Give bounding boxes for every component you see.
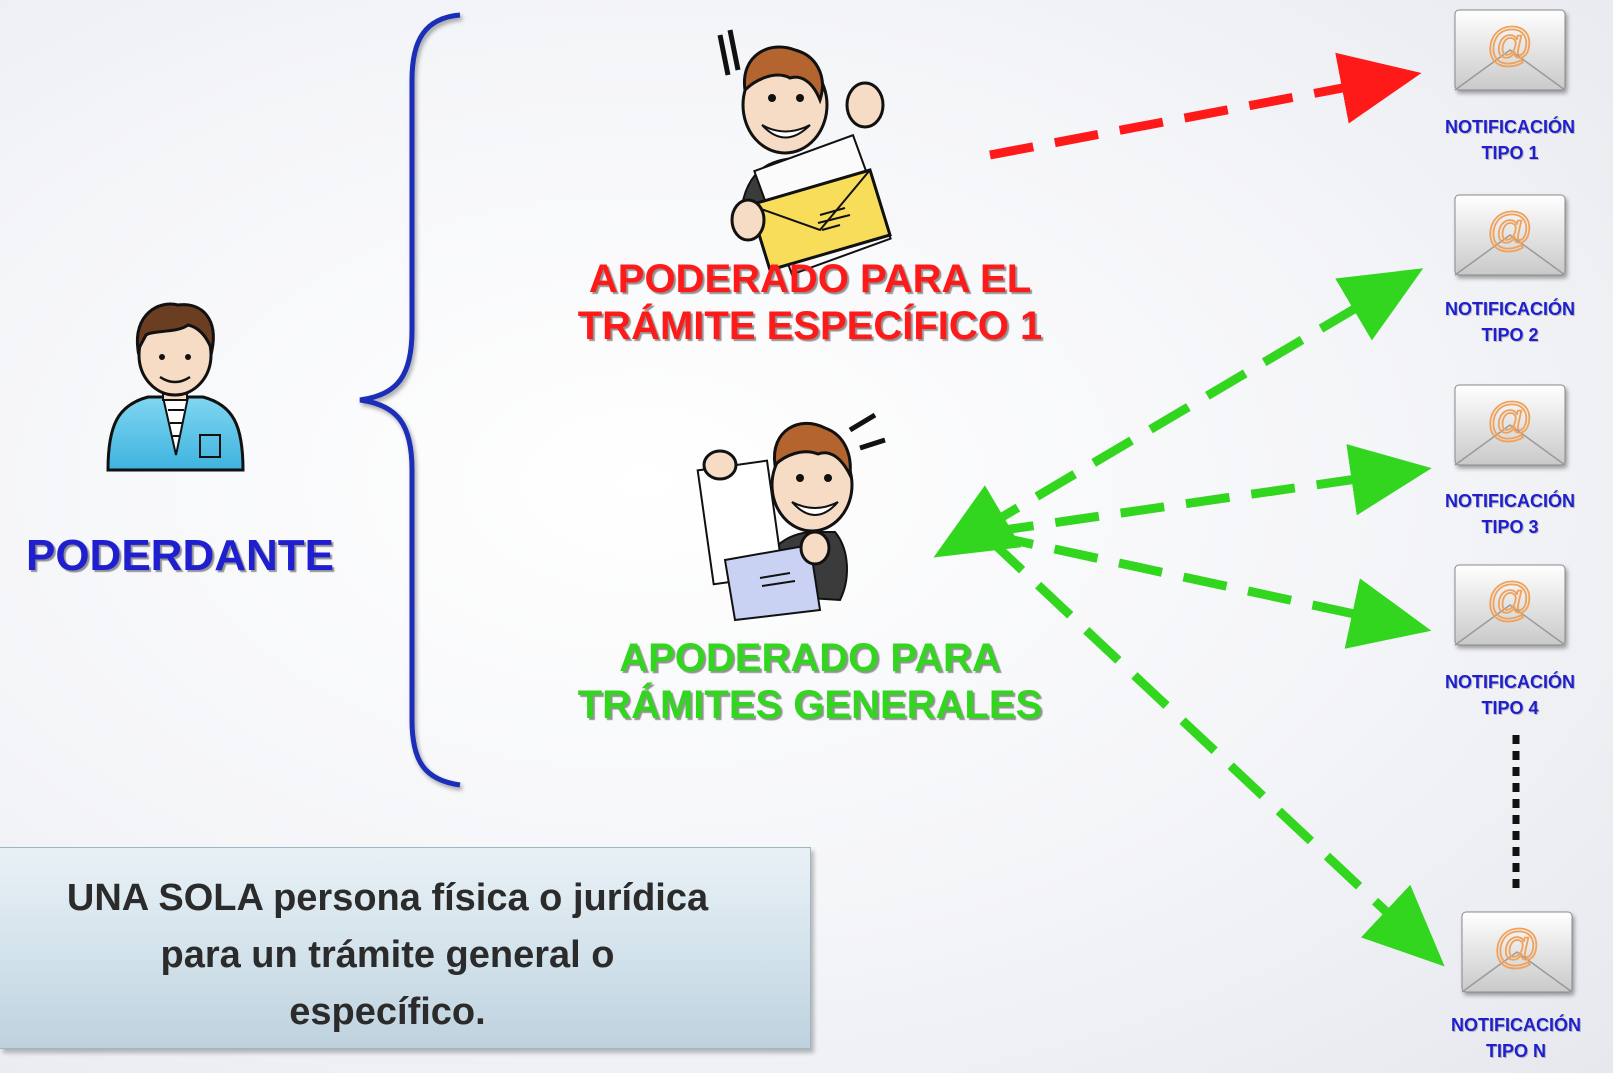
- info-line3: específico.: [289, 991, 486, 1033]
- apoderado-general-line1: APODERADO PARA: [619, 636, 1001, 680]
- man-reading-letter-icon: [696, 412, 886, 622]
- arrow-general-tipoN: [986, 536, 1445, 967]
- email-envelope-icon: @: [1454, 194, 1566, 276]
- notification-line1: NOTIFICACIÓN: [1451, 1015, 1581, 1035]
- notification-line2: TIPO 3: [1481, 517, 1539, 538]
- poderdante-label: PODERDANTE: [25, 531, 335, 580]
- notification-line2: TIPO N: [1485, 1041, 1546, 1062]
- notification-label-1: NOTIFICACIÓN TIPO 1: [1415, 114, 1605, 166]
- email-envelope-icon: @: [1454, 564, 1566, 646]
- email-envelope-icon: @: [1454, 384, 1566, 466]
- notification-line2: TIPO 2: [1481, 325, 1539, 346]
- person-icon: [106, 302, 245, 472]
- info-line1: UNA SOLA persona física o jurídica: [66, 877, 709, 919]
- notification-line1: NOTIFICACIÓN: [1445, 672, 1575, 692]
- apoderado-especifico-line2: TRÁMITE ESPECÍFICO 1: [577, 304, 1043, 349]
- info-box: UNA SOLA persona física o jurídica para …: [0, 847, 811, 1049]
- notification-label-2: NOTIFICACIÓN TIPO 2: [1415, 296, 1605, 348]
- notification-line1: NOTIFICACIÓN: [1445, 491, 1575, 511]
- brace: [359, 12, 461, 788]
- email-envelope-icon: @: [1454, 9, 1566, 91]
- apoderado-general-label: APODERADO PARA TRÁMITES GENERALES: [470, 635, 1150, 729]
- svg-text:@: @: [1487, 393, 1534, 445]
- arrow-especifico-tipo1: [989, 52, 1422, 160]
- notification-label-4: NOTIFICACIÓN TIPO 4: [1415, 669, 1605, 721]
- svg-text:@: @: [1487, 18, 1534, 70]
- apoderado-especifico-label: APODERADO PARA EL TRÁMITE ESPECÍFICO 1: [470, 256, 1150, 350]
- arrow-general-tipo3: [989, 444, 1432, 537]
- apoderado-general-line2: TRÁMITES GENERALES: [577, 683, 1043, 728]
- notification-line1: NOTIFICACIÓN: [1445, 299, 1575, 319]
- notification-line2: TIPO 4: [1481, 698, 1539, 719]
- svg-text:@: @: [1487, 573, 1534, 625]
- info-line2: para un trámite general o: [160, 934, 615, 976]
- svg-text:@: @: [1487, 203, 1534, 255]
- notification-line1: NOTIFICACIÓN: [1445, 117, 1575, 137]
- svg-text:@: @: [1494, 920, 1541, 972]
- man-opening-envelope-icon: [717, 29, 892, 276]
- info-text: UNA SOLA persona física o jurídica para …: [0, 870, 810, 1041]
- arrow-general-tipo4: [989, 530, 1432, 649]
- email-envelope-icon: @: [1461, 911, 1573, 993]
- apoderado-especifico-line1: APODERADO PARA EL: [588, 257, 1032, 301]
- arrow-general-tipo2: [933, 268, 1424, 558]
- notification-label-3: NOTIFICACIÓN TIPO 3: [1415, 488, 1605, 540]
- notification-label-n: NOTIFICACIÓN TIPO N: [1421, 1012, 1611, 1064]
- notification-line2: TIPO 1: [1481, 143, 1539, 164]
